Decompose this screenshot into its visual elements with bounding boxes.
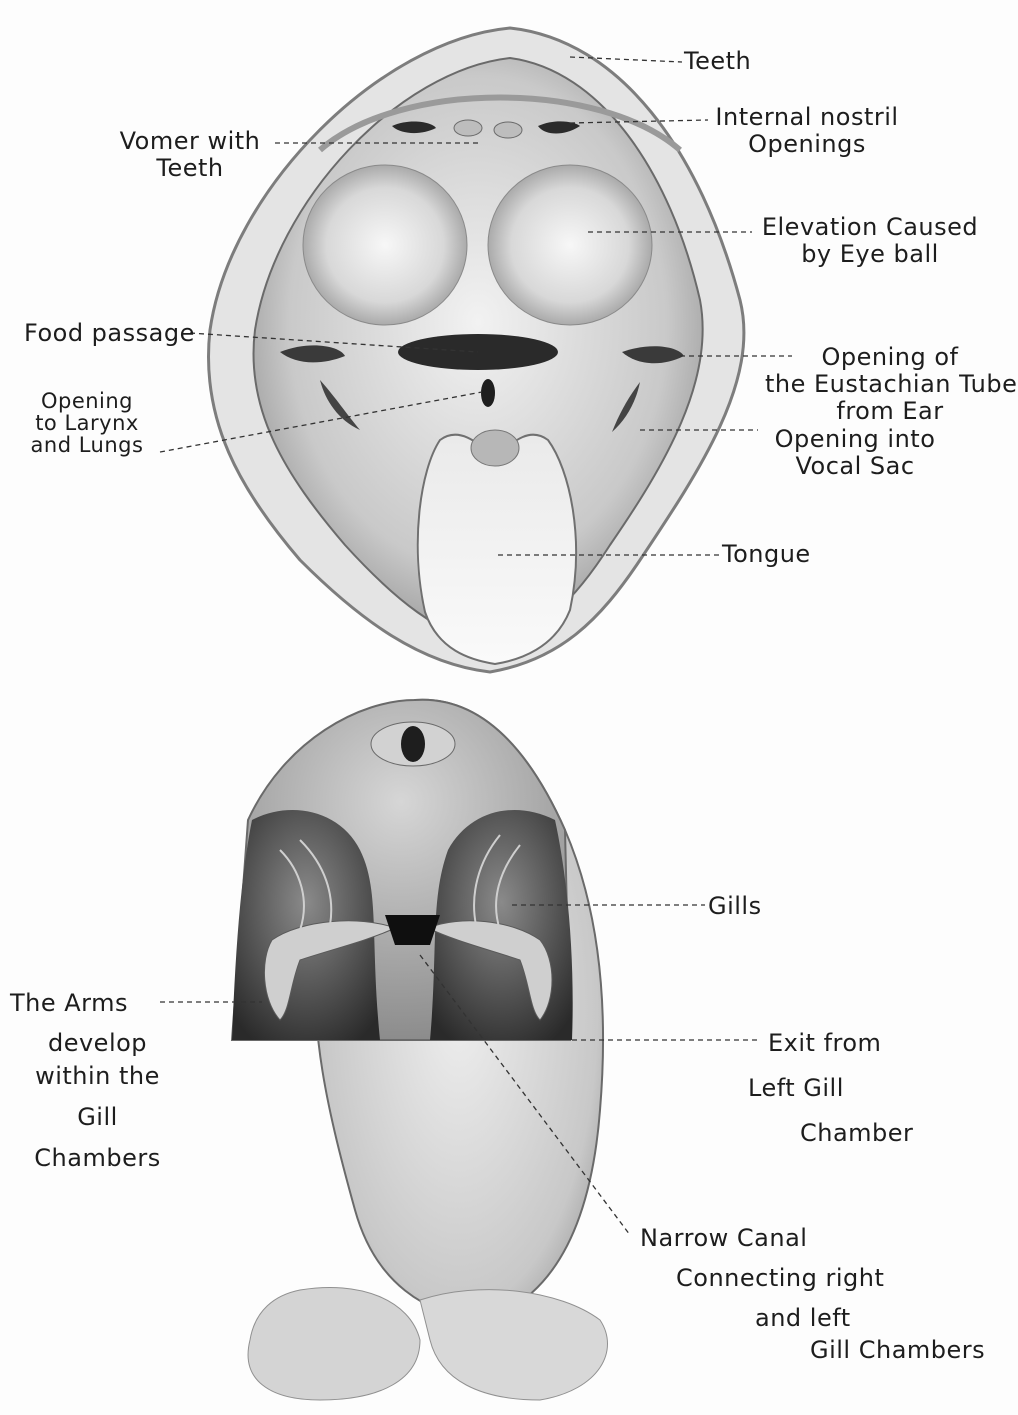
label-arms-line1: The Arms [10, 990, 128, 1017]
label-eustachian-line2: the Eustachian Tube [765, 371, 1015, 398]
label-larynx-line1: Opening [12, 390, 162, 412]
tadpole-tail [248, 1287, 420, 1400]
label-arms-rest: develop within the Gill Chambers [10, 1030, 185, 1172]
label-internal-nostril-line2: Openings [702, 131, 912, 158]
label-larynx-line3: and Lungs [12, 434, 162, 456]
label-canal-line1: Narrow Canal [640, 1225, 807, 1252]
label-canal-line3: and left [755, 1305, 851, 1332]
right-eyeball-elevation [488, 165, 652, 325]
frog-mouth [208, 28, 743, 672]
larynx-opening [481, 379, 495, 407]
label-vomer: Vomer with Teeth [100, 128, 280, 182]
tadpole-body [232, 700, 608, 1400]
label-vocal-sac-line1: Opening into [755, 426, 955, 453]
label-teeth: Teeth [684, 48, 751, 75]
label-elevation: Elevation Caused by Eye ball [752, 214, 988, 268]
label-gills: Gills [708, 893, 762, 920]
label-exit-line2: Left Gill [748, 1075, 844, 1102]
label-vocal-sac: Opening into Vocal Sac [755, 426, 955, 480]
label-vomer-line2: Teeth [100, 155, 280, 182]
label-elevation-line1: Elevation Caused [752, 214, 988, 241]
label-eustachian: Opening of the Eustachian Tube from Ear [765, 344, 1015, 425]
label-tongue: Tongue [722, 541, 811, 568]
label-arms-line3: within the [10, 1063, 185, 1090]
label-elevation-line2: by Eye ball [752, 241, 988, 268]
label-vocal-sac-line2: Vocal Sac [755, 453, 955, 480]
label-eustachian-line3: from Ear [765, 398, 1015, 425]
label-vomer-line1: Vomer with [100, 128, 280, 155]
left-eyeball-elevation [303, 165, 467, 325]
label-arms-line5: Chambers [10, 1145, 185, 1172]
label-internal-nostril: Internal nostril Openings [702, 104, 912, 158]
label-larynx-line2: to Larynx [12, 412, 162, 434]
tongue [418, 435, 576, 664]
label-food-passage: Food passage [24, 320, 195, 347]
label-canal-line4: Gill Chambers [810, 1337, 985, 1364]
vomer-teeth [454, 120, 482, 136]
label-eustachian-line1: Opening of [765, 344, 1015, 371]
label-larynx: Opening to Larynx and Lungs [12, 390, 162, 456]
label-arms-line4: Gill [10, 1104, 185, 1131]
label-arms-line2: develop [10, 1030, 185, 1057]
label-exit-line1: Exit from [768, 1030, 881, 1057]
label-canal-line2: Connecting right [676, 1265, 884, 1292]
label-internal-nostril-line1: Internal nostril [702, 104, 912, 131]
label-exit-line3: Chamber [800, 1120, 913, 1147]
